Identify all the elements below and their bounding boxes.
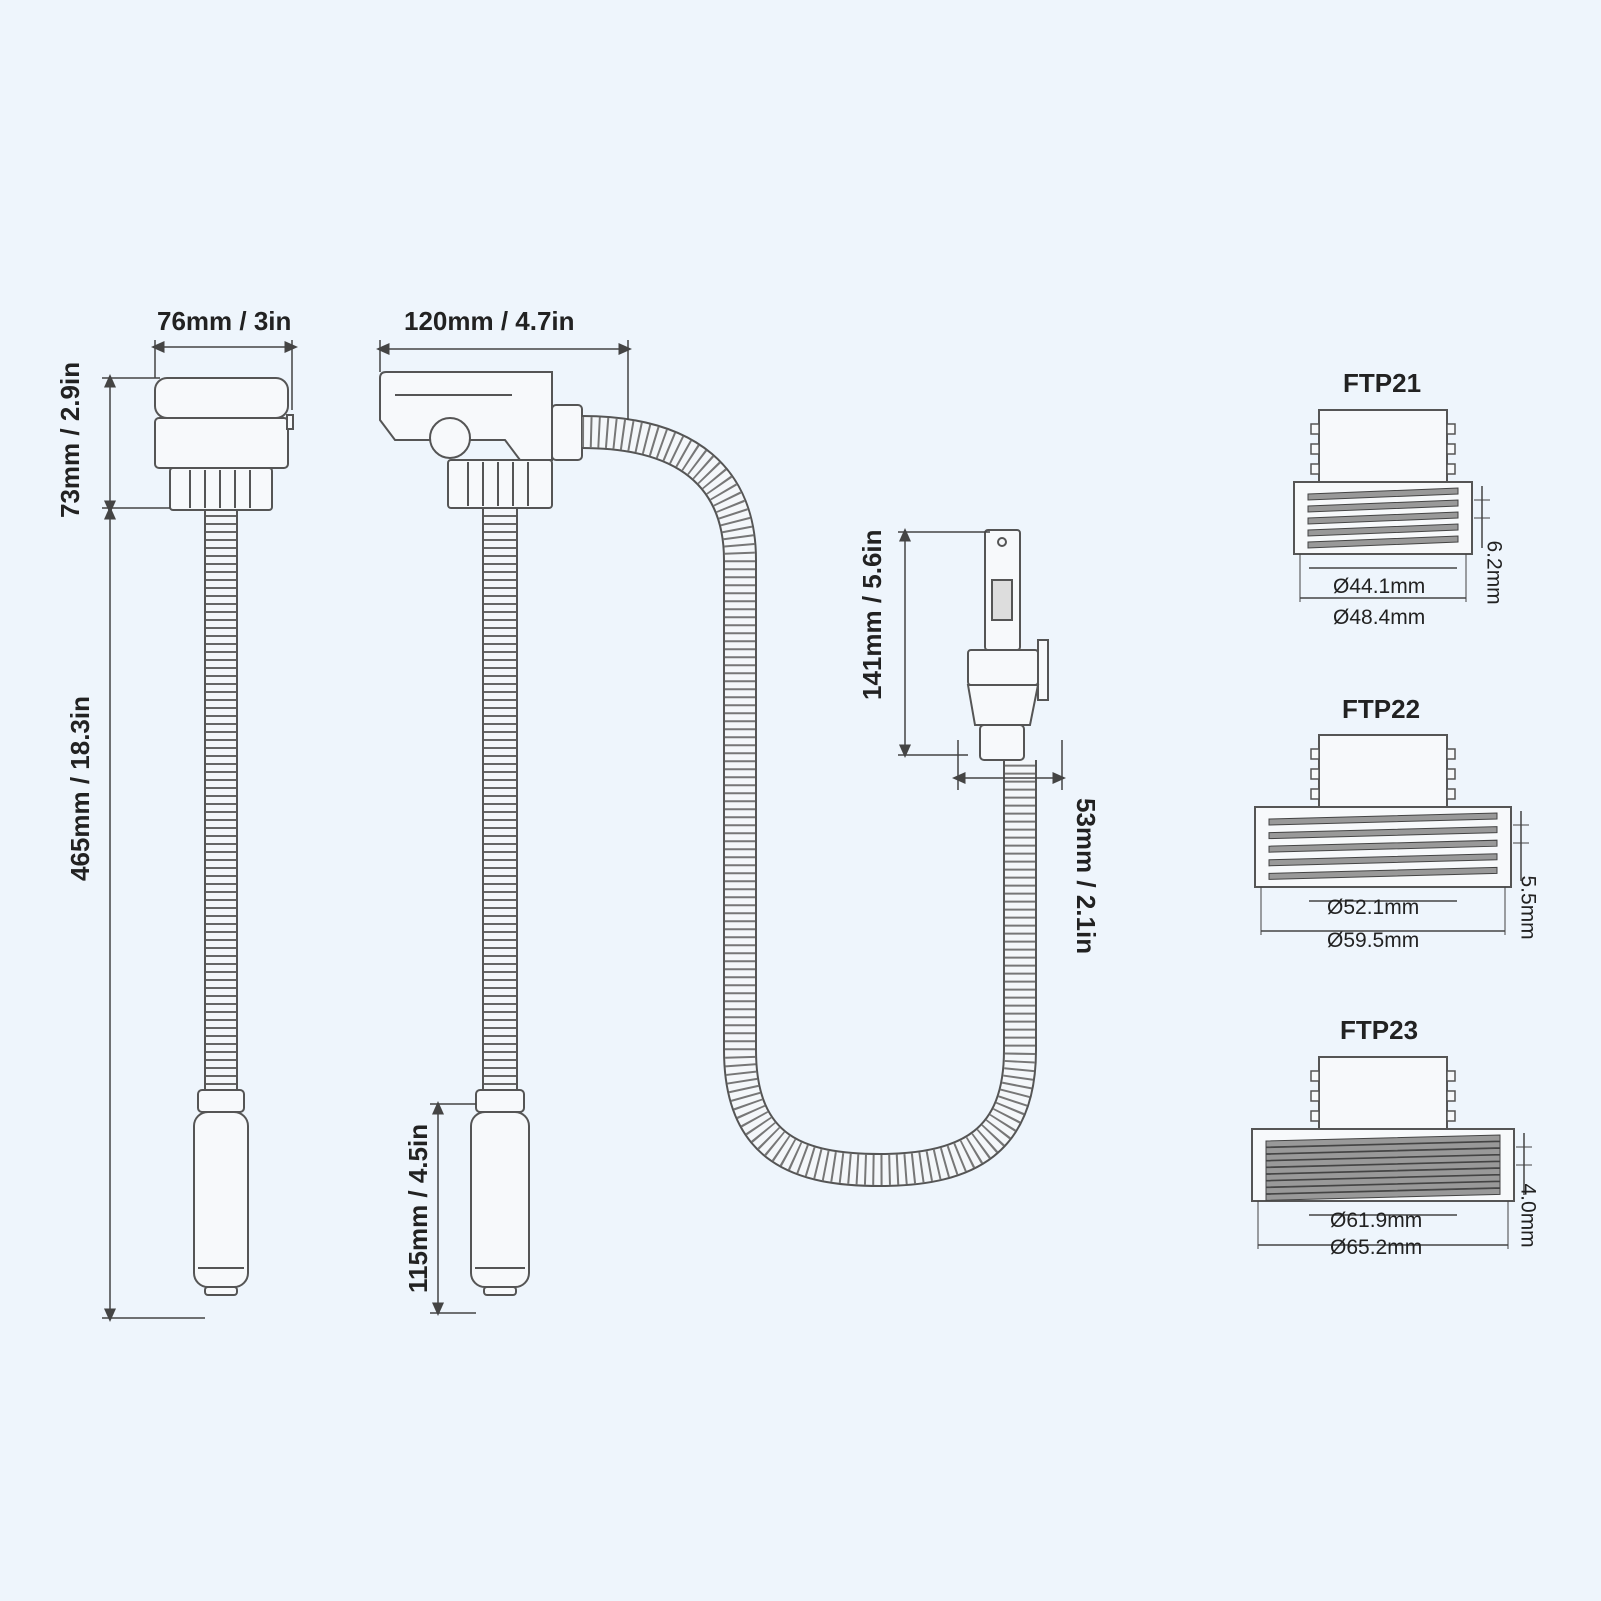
neck-notch [1446,748,1456,760]
neck-notch [1310,1090,1320,1102]
thread-line [1268,826,1498,840]
neck-notch [1446,1070,1456,1082]
thread-line [1268,866,1498,880]
neck-notch [1446,443,1456,455]
nozzle-width-label: 53mm / 2.1in [1071,798,1101,955]
thread-line [1265,1167,1501,1181]
thread-line [1307,499,1459,513]
neck-notch [1310,768,1320,780]
adapters [1251,409,1532,1249]
adapter-outer-dia-1: Ø48.4mm [1333,606,1426,629]
nozzle-body [967,649,1039,686]
neck-notch [1446,423,1456,435]
pump-head-body [154,417,289,469]
neck-notch [1310,748,1320,760]
adapter-inner-dia-2: Ø52.1mm [1327,896,1420,919]
neck-notch [1310,1110,1320,1122]
thread-line [1265,1161,1501,1175]
side-width-label: 120mm / 4.7in [404,306,575,336]
adapter-neck [1318,409,1448,483]
neck-notch [1446,788,1456,800]
thread-line [1307,511,1459,525]
thread-line [1265,1187,1501,1201]
adapter-neck [1318,734,1448,808]
adapter-outer-dia-3: Ø65.2mm [1330,1236,1423,1259]
nozzle-height-label: 141mm / 5.6in [857,529,887,700]
pump-side-button [286,414,294,430]
hose-outlet [551,404,583,461]
neck-notch [1446,463,1456,475]
thread-line [1268,812,1498,826]
adapter-inner-dia-1: Ø44.1mm [1333,575,1426,598]
thread-line [1265,1147,1501,1161]
adapter-pitch-1: 6.2mm [1482,540,1506,605]
adapter-name-2: FTP22 [1342,694,1421,724]
adapter-name-3: FTP23 [1340,1015,1419,1045]
handle-collar [197,1089,245,1113]
pump-tube [204,509,238,1091]
neck-notch [1310,443,1320,455]
side-handle-tip [483,1286,517,1296]
thread-line [1265,1134,1501,1148]
adapter-pitch-3: 4.0mm [1516,1183,1540,1248]
side-knob [429,417,471,459]
neck-notch [1310,423,1320,435]
thread-line [1268,853,1498,867]
side-collar [447,459,553,509]
pump-handle [193,1111,249,1288]
adapter-name-1: FTP21 [1343,368,1422,398]
front-width-label: 76mm / 3in [157,306,292,336]
thread-line [1307,487,1459,501]
neck-notch [1310,463,1320,475]
neck-notch [1310,788,1320,800]
side-handle-length-label: 115mm / 4.5in [403,1123,433,1293]
neck-notch [1310,1070,1320,1082]
side-handle [470,1111,530,1288]
adapter-outer-dia-2: Ø59.5mm [1327,929,1420,952]
thread-line [1307,535,1459,549]
neck-notch [1446,1110,1456,1122]
nozzle-collar [979,724,1025,761]
thread-line [1307,523,1459,537]
discharge-hose [581,415,1037,1188]
front-dimensions [102,340,298,1322]
thread-line [1265,1141,1501,1155]
neck-notch [1446,1090,1456,1102]
thread-line [1268,839,1498,853]
thread-line [1265,1154,1501,1168]
nozzle [966,529,1049,761]
side-handle-collar [475,1089,525,1113]
front-head-height-label: 73mm / 2.9in [55,361,85,518]
front-pump [154,377,294,1296]
side-tube [482,507,518,1091]
neck-notch [1446,768,1456,780]
side-dimensions [376,340,1066,1316]
handle-tip [204,1286,238,1296]
thread-line [1265,1181,1501,1195]
adapter-inner-dia-3: Ø61.9mm [1330,1209,1423,1232]
thread-line [1265,1174,1501,1188]
pump-head-top [154,377,289,419]
adapter-neck [1318,1056,1448,1130]
nozzle-cone [966,684,1040,726]
adapter-pitch-2: 5.5mm [1516,875,1540,940]
front-tube-length-label: 465mm / 18.3in [65,696,95,881]
